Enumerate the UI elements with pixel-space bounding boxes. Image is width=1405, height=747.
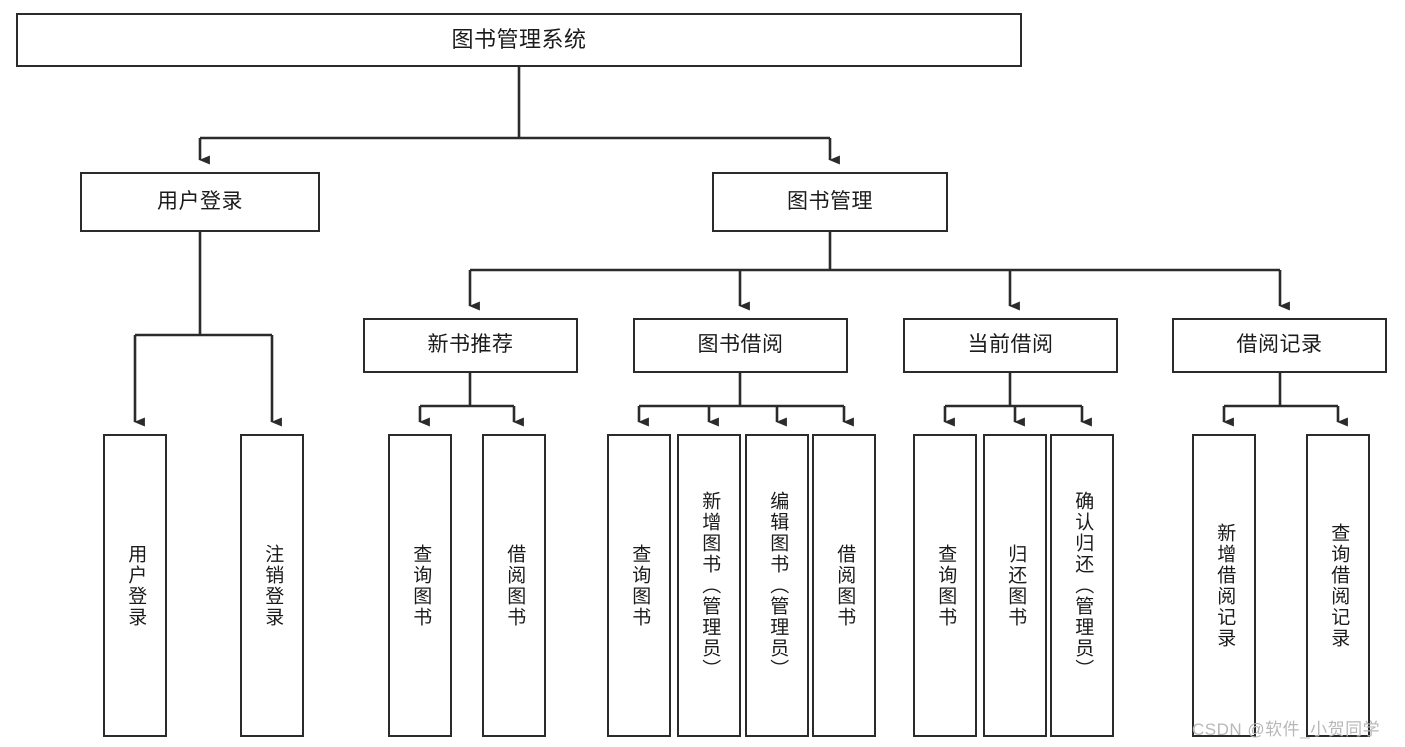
- csdn-watermark: CSDN @软件_小贺同学: [1192, 720, 1381, 739]
- leaf-node-edit-book-admin[interactable]: 编辑图书（管理员）: [745, 434, 809, 737]
- node-current-borrowing[interactable]: 当前借阅: [903, 318, 1118, 373]
- leaf-label: 查询图书: [629, 543, 651, 628]
- leaf-node-confirm-return-admin[interactable]: 确认归还（管理员）: [1050, 434, 1114, 737]
- node-book-borrowing[interactable]: 图书借阅: [633, 318, 848, 373]
- leaf-label: 借阅图书: [834, 543, 856, 628]
- leaf-node-user-login[interactable]: 用户登录: [103, 434, 167, 737]
- node-label: 图书管理系统: [451, 27, 587, 53]
- node-label: 用户登录: [157, 189, 243, 213]
- leaf-node-borrow-book-rec[interactable]: 借阅图书: [482, 434, 546, 737]
- leaf-node-query-book-borrow[interactable]: 查询图书: [607, 434, 671, 737]
- leaf-label: 查询借阅记录: [1328, 522, 1350, 649]
- leaf-node-query-book-current[interactable]: 查询图书: [913, 434, 977, 737]
- leaf-label: 查询图书: [410, 543, 432, 628]
- node-new-book-recommendation[interactable]: 新书推荐: [363, 318, 578, 373]
- leaf-node-add-book-admin[interactable]: 新增图书（管理员）: [677, 434, 741, 737]
- leaf-label: 注销登录: [262, 543, 284, 628]
- leaf-node-query-borrow-record[interactable]: 查询借阅记录: [1306, 434, 1370, 737]
- node-label: 新书推荐: [427, 333, 514, 357]
- leaf-node-query-book-rec[interactable]: 查询图书: [388, 434, 452, 737]
- leaf-label: 查询图书: [935, 543, 957, 628]
- leaf-node-return-book[interactable]: 归还图书: [983, 434, 1047, 737]
- node-label: 图书管理: [787, 189, 873, 213]
- node-user-login[interactable]: 用户登录: [80, 172, 320, 232]
- node-book-management[interactable]: 图书管理: [712, 172, 948, 232]
- leaf-label: 确认归还（管理员）: [1072, 491, 1094, 680]
- node-borrowing-records[interactable]: 借阅记录: [1172, 318, 1387, 373]
- node-label: 借阅记录: [1236, 333, 1323, 357]
- node-root-book-management-system[interactable]: 图书管理系统: [16, 13, 1022, 67]
- leaf-label: 新增借阅记录: [1214, 522, 1236, 649]
- leaf-label: 新增图书（管理员）: [699, 491, 721, 680]
- leaf-label: 用户登录: [125, 543, 147, 628]
- leaf-node-user-logout[interactable]: 注销登录: [240, 434, 304, 737]
- leaf-label: 归还图书: [1005, 543, 1027, 628]
- leaf-label: 编辑图书（管理员）: [767, 491, 789, 680]
- node-label: 当前借阅: [967, 333, 1054, 357]
- leaf-label: 借阅图书: [504, 543, 526, 628]
- leaf-node-borrow-book[interactable]: 借阅图书: [812, 434, 876, 737]
- leaf-node-add-borrow-record[interactable]: 新增借阅记录: [1192, 434, 1256, 737]
- node-label: 图书借阅: [697, 333, 784, 357]
